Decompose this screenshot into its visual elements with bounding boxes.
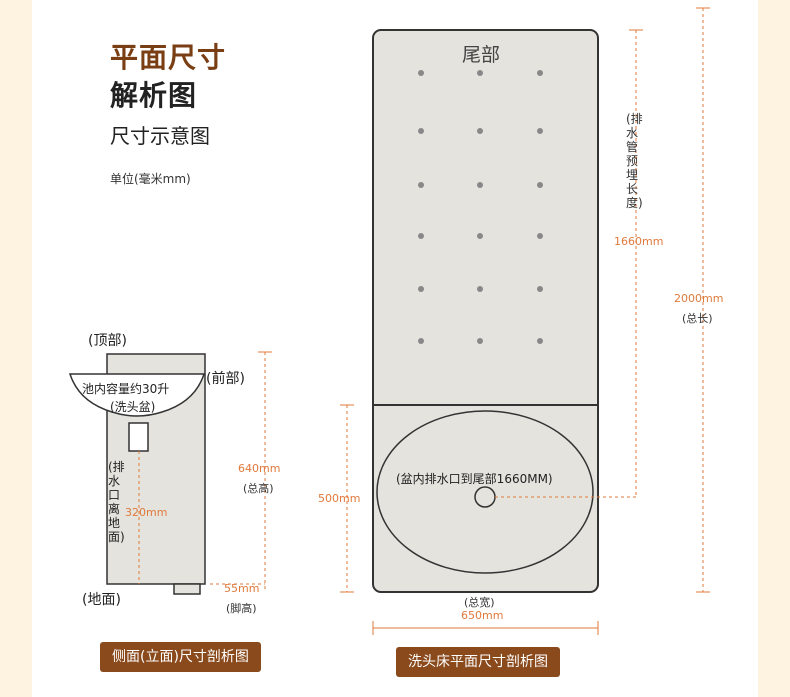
plan-view-caption: 洗头床平面尺寸剖析图 (396, 647, 560, 677)
total-length-label: (总长) (682, 312, 713, 325)
dim-640 (258, 351, 272, 592)
basin-section-value: 500mm (318, 492, 361, 505)
front-label: (前部) (206, 371, 245, 387)
foot-height-label: (脚高) (226, 602, 257, 615)
side-drain-pipe (128, 422, 149, 452)
side-foot (173, 583, 201, 595)
basin-drain-note: (盆内排水口到尾部1660MM) (396, 472, 553, 486)
total-width-label: (总宽) (464, 596, 495, 609)
total-width-value: 650mm (461, 609, 504, 622)
drain-height-vertical-label: (排水口离地面) (108, 460, 125, 544)
side-basin (68, 373, 206, 417)
title-line1: 平面尺寸 (110, 41, 227, 74)
dim-500 (340, 404, 354, 593)
drain-pipe-value: 1660mm (614, 235, 664, 248)
foot-height-value: 55mm (224, 582, 260, 595)
drain-height-value: 320mm (125, 506, 168, 519)
total-height-label: (总高) (243, 482, 274, 495)
basin-ellipse (376, 410, 594, 574)
unit-label: 单位(毫米mm) (110, 172, 191, 186)
drain-pipe-label: (排水管预埋长度) (626, 112, 643, 210)
top-label: (顶部) (88, 333, 127, 349)
basin-capacity-label: 池内容量约30升 (82, 382, 170, 396)
total-length-value: 2000mm (674, 292, 724, 305)
title-line2: 解析图 (110, 79, 198, 112)
dim-1660 (629, 29, 643, 497)
ground-label: (地面) (82, 592, 121, 608)
dim-2000 (696, 7, 710, 593)
page-subtitle: 尺寸示意图 (110, 124, 210, 148)
dim-650 (372, 621, 599, 635)
total-height-value: 640mm (238, 462, 281, 475)
bed-outline (372, 29, 599, 593)
mattress-dots (418, 70, 543, 344)
side-view-caption: 侧面(立面)尺寸剖析图 (100, 642, 261, 672)
tail-label: 尾部 (462, 44, 501, 66)
basin-name-label: (洗头盆) (110, 400, 156, 414)
